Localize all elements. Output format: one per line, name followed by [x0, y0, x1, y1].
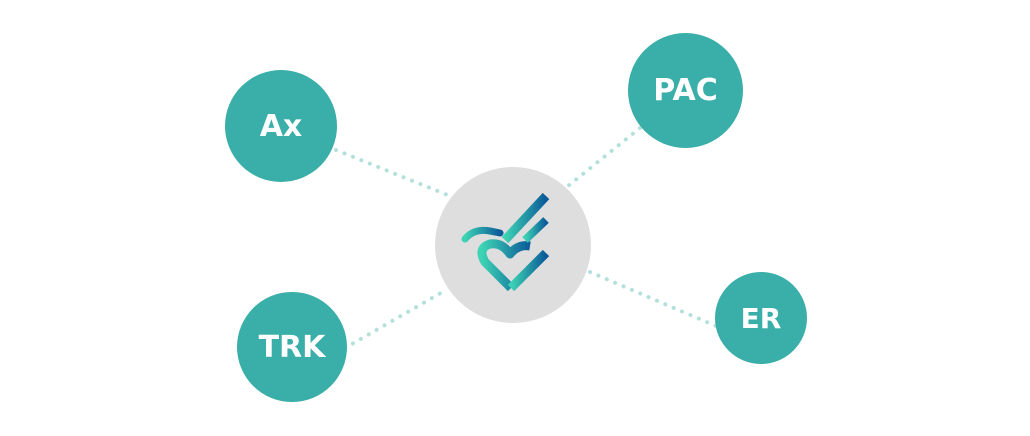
connector-trk — [343, 288, 448, 350]
connector-pac — [566, 126, 642, 188]
node-er: ER — [715, 272, 807, 364]
node-label: Ax — [259, 108, 303, 144]
node-label: PAC — [653, 73, 718, 108]
center-hub — [435, 167, 591, 323]
node-label: TRK — [258, 329, 326, 365]
node-pac: PAC — [628, 33, 743, 148]
node-ax: Ax — [225, 70, 337, 182]
node-label: ER — [740, 301, 782, 335]
node-trk: TRK — [237, 292, 347, 402]
